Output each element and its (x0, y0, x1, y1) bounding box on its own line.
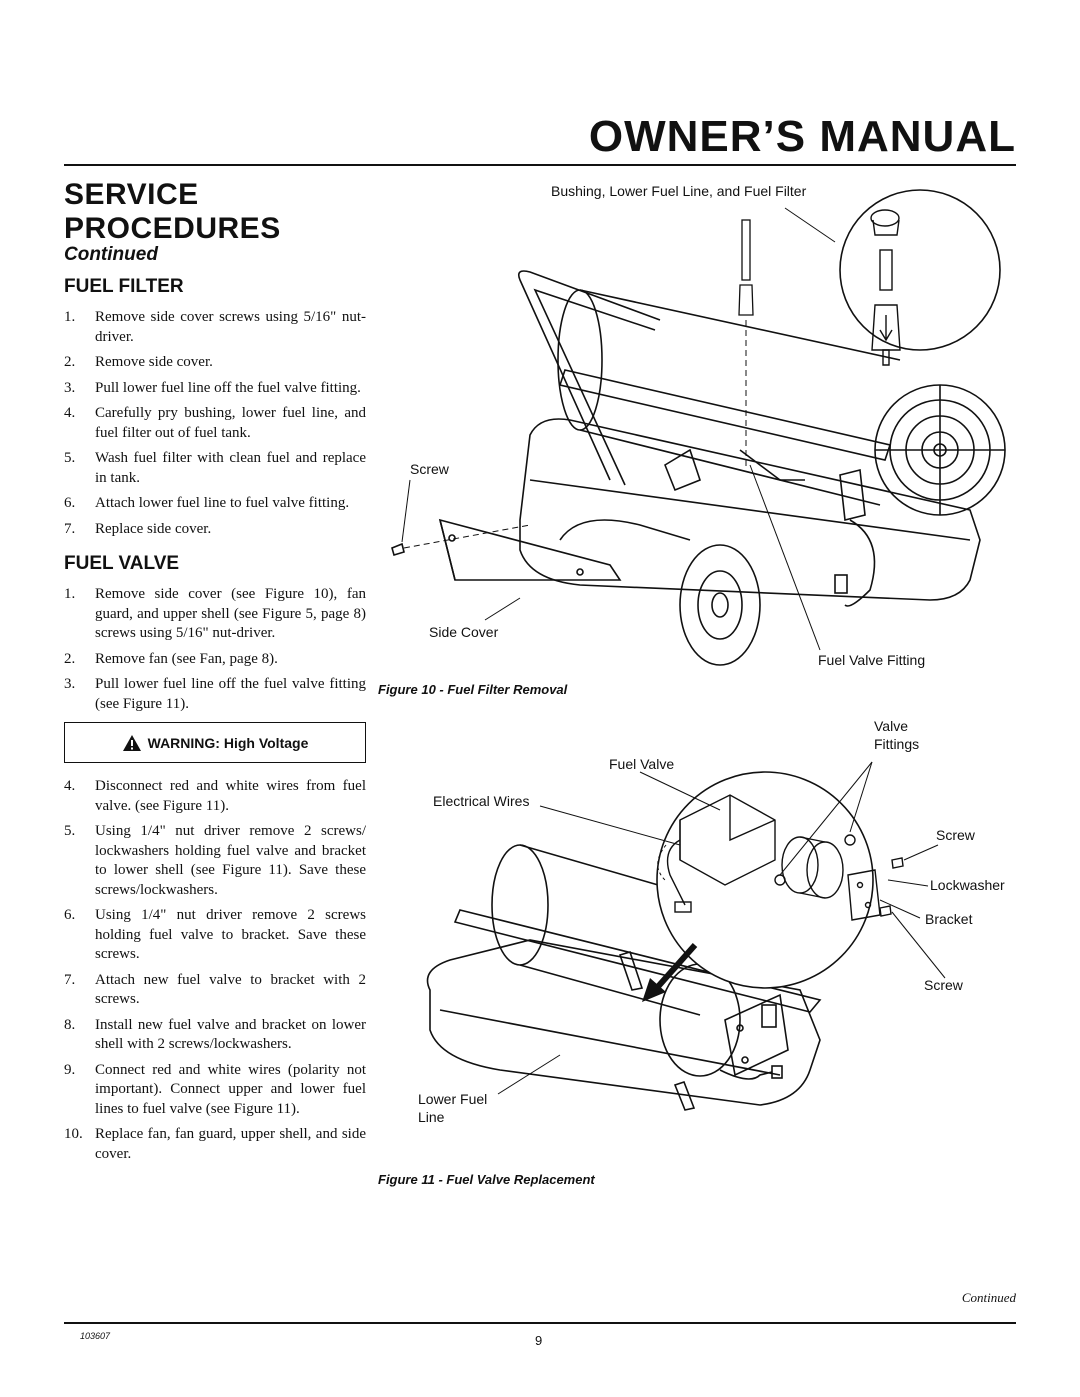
list-item: 6.Attach lower fuel line to fuel valve f… (64, 495, 350, 511)
fuel-filter-heading: FUEL FILTER (64, 276, 184, 297)
footer-rule (64, 1322, 1016, 1324)
label-fuel-valve: Fuel Valve (609, 756, 675, 772)
list-item: 5.Using 1/4" nut driver remove 2 screws/… (64, 823, 366, 898)
fuel-valve-steps-b: 4.Disconnect red and white wires from fu… (64, 777, 366, 1164)
label-screw-bottom: Screw (924, 977, 963, 993)
label-fittings: Fittings (874, 736, 920, 752)
list-item: 9.Connect red and white wires (polarity … (64, 1061, 366, 1117)
list-item: 4.Disconnect red and white wires from fu… (64, 778, 366, 814)
list-item: 3.Pull lower fuel line off the fuel valv… (64, 676, 366, 712)
label-lower-fuel: Lower Fuel (418, 1091, 488, 1107)
list-item: 1.Remove side cover screws using 5/16" n… (64, 309, 366, 345)
list-item: 8.Install new fuel valve and bracket on … (64, 1016, 366, 1053)
list-item: 4.Carefully pry bushing, lower fuel line… (64, 405, 366, 441)
section-title-line2: PROCEDURES (64, 212, 281, 245)
list-item: 5.Wash fuel filter with clean fuel and r… (64, 450, 366, 486)
page-number: 9 (535, 1333, 543, 1348)
figure10-illustration (391, 189, 1006, 666)
warning-text: WARNING: High Voltage (147, 734, 309, 751)
label-screw-top: Screw (936, 827, 975, 843)
label-side-cover: Side Cover (429, 624, 499, 640)
list-item: 3.Pull lower fuel line off the fuel valv… (64, 379, 361, 396)
instructions-column: FUEL FILTER 1.Remove side cover screws u… (64, 270, 366, 1170)
warning-icon (122, 734, 141, 751)
doc-number: 103607 (80, 1331, 111, 1341)
label-fuel-valve-fitting: Fuel Valve Fitting (818, 652, 926, 668)
label-electrical-wires: Electrical Wires (433, 793, 530, 809)
manual-title: OWNER’S MANUAL (588, 112, 1016, 161)
fuel-filter-steps: 1.Remove side cover screws using 5/16" n… (64, 308, 366, 539)
section-title-line1: SERVICE (64, 178, 199, 211)
list-item: 1.Remove side cover (see Figure 10), fan… (64, 586, 366, 641)
label-valve: Valve (874, 718, 908, 734)
label-bracket: Bracket (925, 911, 973, 927)
figure11-caption: Figure 11 - Fuel Valve Replacement (378, 1172, 595, 1187)
list-item: 2.Remove fan (see Fan, page 8). (64, 650, 278, 667)
label-line: Line (418, 1109, 445, 1125)
label-bushing: Bushing, Lower Fuel Line, and Fuel Filte… (551, 183, 807, 199)
list-item: 2.Remove side cover. (64, 354, 213, 370)
fuel-valve-steps-a: 1.Remove side cover (see Figure 10), fan… (64, 585, 366, 714)
list-item: 10.Replace fan, fan guard, upper shell, … (64, 1126, 366, 1162)
fuel-valve-heading: FUEL VALVE (64, 553, 180, 574)
section-continued: Continued (64, 244, 158, 265)
footer-continued: Continued (961, 1290, 1016, 1305)
warning-box: WARNING: High Voltage (64, 722, 366, 763)
list-item: 6.Using 1/4" nut driver remove 2 screws … (64, 907, 366, 962)
label-screw: Screw (410, 461, 449, 477)
label-lockwasher: Lockwasher (930, 877, 1005, 893)
figure11-illustration (426, 761, 946, 1111)
list-item: 7.Replace side cover. (64, 520, 212, 537)
header-rule (64, 164, 1016, 166)
section-title: SERVICE PROCEDURES (64, 178, 281, 246)
list-item: 7.Attach new fuel valve to bracket with … (64, 971, 366, 1008)
figure10-caption: Figure 10 - Fuel Filter Removal (378, 682, 568, 697)
